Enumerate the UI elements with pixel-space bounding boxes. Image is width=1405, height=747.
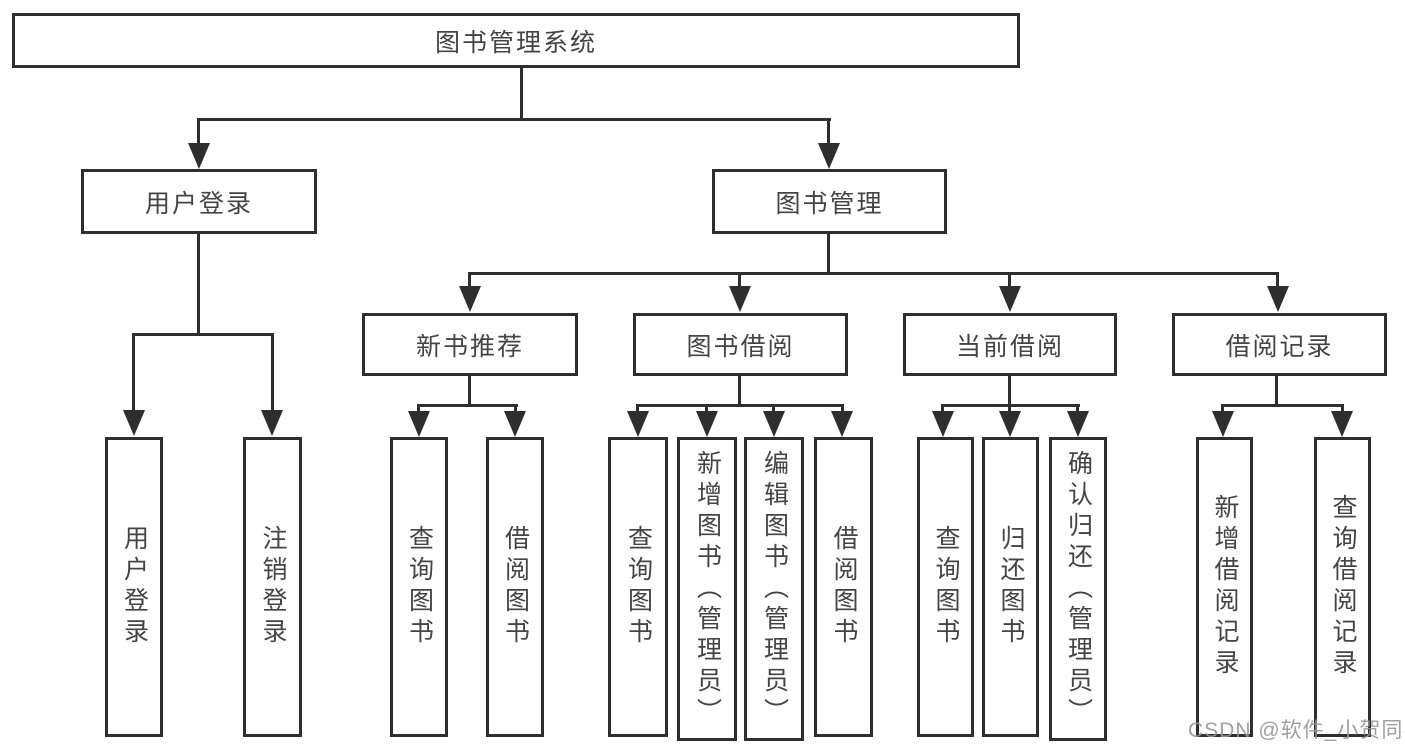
- arrowhead-borrow-query: [627, 411, 649, 437]
- arrowhead-records-add: [1212, 411, 1234, 437]
- node-book-borrow-label: 图书借阅: [686, 332, 795, 361]
- edge-new-book-bar: [417, 404, 518, 407]
- leaf-borrow-borrow-label: 借阅图书: [830, 525, 858, 649]
- node-borrow-records-label: 借阅记录: [1225, 332, 1334, 361]
- leaf-borrow-add-admin: 新增图书（管理员）: [677, 437, 737, 741]
- node-new-book-recommend: 新书推荐: [362, 313, 578, 376]
- edge-drop-leaf-logout: [271, 333, 274, 412]
- leaf-user-login: 用户登录: [105, 437, 163, 737]
- leaf-current-return-label: 归还图书: [997, 525, 1025, 649]
- edge-book-management-stem: [827, 233, 830, 275]
- leaf-newbook-query-label: 查询图书: [405, 525, 434, 649]
- edge-book-borrow-stem: [738, 376, 741, 407]
- edge-drop-borrow-records: [1276, 272, 1279, 288]
- leaf-current-confirm-admin-label: 确认归还（管理员）: [1064, 449, 1093, 729]
- arrowhead-borrow-edit: [763, 411, 785, 437]
- leaf-current-confirm-admin: 确认归还（管理员）: [1049, 437, 1107, 741]
- edge-stub: [772, 404, 775, 414]
- leaf-current-return: 归还图书: [982, 437, 1039, 737]
- edge-new-book-stem: [468, 376, 471, 407]
- edge-drop-book-management: [827, 118, 830, 146]
- leaf-newbook-borrow: 借阅图书: [486, 437, 544, 737]
- edge-borrow-records-stem: [1275, 376, 1278, 407]
- edge-user-login-bar: [132, 333, 274, 336]
- node-user-login-label: 用户登录: [144, 189, 253, 218]
- leaf-records-query-label: 查询借阅记录: [1329, 494, 1357, 680]
- arrowhead-current-return: [999, 411, 1021, 437]
- leaf-logout: 注销登录: [243, 437, 302, 737]
- leaf-records-add: 新增借阅记录: [1196, 437, 1253, 737]
- node-current-borrow-label: 当前借阅: [955, 332, 1064, 361]
- leaf-user-login-label: 用户登录: [120, 525, 149, 649]
- leaf-borrow-edit-admin: 编辑图书（管理员）: [744, 437, 804, 741]
- arrowhead-borrow-records: [1267, 286, 1289, 312]
- leaf-newbook-query: 查询图书: [390, 437, 448, 737]
- leaf-current-query-label: 查询图书: [932, 525, 960, 649]
- edge-stub: [1221, 404, 1224, 414]
- edge-root-stem: [520, 68, 523, 121]
- edge-book-borrow-bar: [636, 404, 844, 407]
- node-new-book-recommend-label: 新书推荐: [415, 332, 524, 361]
- leaf-newbook-borrow-label: 借阅图书: [501, 525, 530, 649]
- arrowhead-leaf-logout: [261, 410, 283, 436]
- edge-drop-new-book: [468, 272, 471, 288]
- edge-drop-user-login: [197, 118, 200, 146]
- node-book-management-label: 图书管理: [775, 189, 884, 218]
- edge-stub: [636, 404, 639, 414]
- edge-stub: [705, 404, 708, 414]
- edge-stub: [941, 404, 944, 414]
- arrowhead-new-book: [459, 286, 481, 312]
- edge-stub: [417, 404, 420, 414]
- edge-current-borrow-stem: [1008, 376, 1011, 407]
- arrowhead-borrow-borrow: [831, 411, 853, 437]
- arrowhead-book-management: [818, 143, 840, 169]
- node-root-label: 图书管理系统: [434, 28, 597, 57]
- leaf-records-add-label: 新增借阅记录: [1211, 494, 1239, 680]
- leaf-logout-label: 注销登录: [259, 525, 287, 649]
- leaf-current-query: 查询图书: [917, 437, 974, 737]
- node-book-management: 图书管理: [712, 169, 947, 234]
- arrowhead-current-query: [932, 411, 954, 437]
- leaf-borrow-edit-admin-label: 编辑图书（管理员）: [760, 449, 789, 729]
- arrowhead-current-confirm: [1067, 411, 1089, 437]
- arrowhead-leaf-user-login: [123, 410, 145, 436]
- edge-stub: [841, 404, 844, 414]
- arrowhead-current-borrow: [999, 286, 1021, 312]
- arrowhead-book-borrow: [729, 286, 751, 312]
- edge-drop-book-borrow: [738, 272, 741, 288]
- edge-stub: [514, 404, 517, 414]
- leaf-borrow-query-label: 查询图书: [624, 525, 653, 649]
- arrowhead-newbook-borrow: [504, 411, 526, 437]
- edge-user-login-stem: [197, 233, 200, 336]
- leaf-records-query: 查询借阅记录: [1314, 437, 1371, 737]
- node-current-borrow: 当前借阅: [903, 313, 1117, 376]
- arrowhead-newbook-query: [408, 411, 430, 437]
- node-user-login: 用户登录: [81, 169, 317, 234]
- leaf-borrow-query: 查询图书: [608, 437, 668, 737]
- edge-drop-leaf-user-login: [132, 333, 135, 412]
- edge-stub: [1076, 404, 1079, 414]
- edge-borrow-records-bar: [1221, 404, 1344, 407]
- edge-drop-current-borrow: [1008, 272, 1011, 288]
- node-root: 图书管理系统: [12, 13, 1020, 68]
- edge-stub: [1341, 404, 1344, 414]
- arrowhead-borrow-add: [696, 411, 718, 437]
- leaf-borrow-add-admin-label: 新增图书（管理员）: [693, 449, 722, 729]
- edge-book-management-bar: [468, 272, 1279, 275]
- node-book-borrow: 图书借阅: [633, 313, 848, 376]
- edge-stub: [1008, 404, 1011, 414]
- arrowhead-user-login: [188, 143, 210, 169]
- leaf-borrow-borrow: 借阅图书: [814, 437, 873, 737]
- csdn-watermark: CSDN @软件_小贺同学: [1188, 719, 1405, 742]
- edge-root-bar: [197, 118, 831, 121]
- node-borrow-records: 借阅记录: [1172, 313, 1387, 376]
- arrowhead-records-query: [1331, 411, 1353, 437]
